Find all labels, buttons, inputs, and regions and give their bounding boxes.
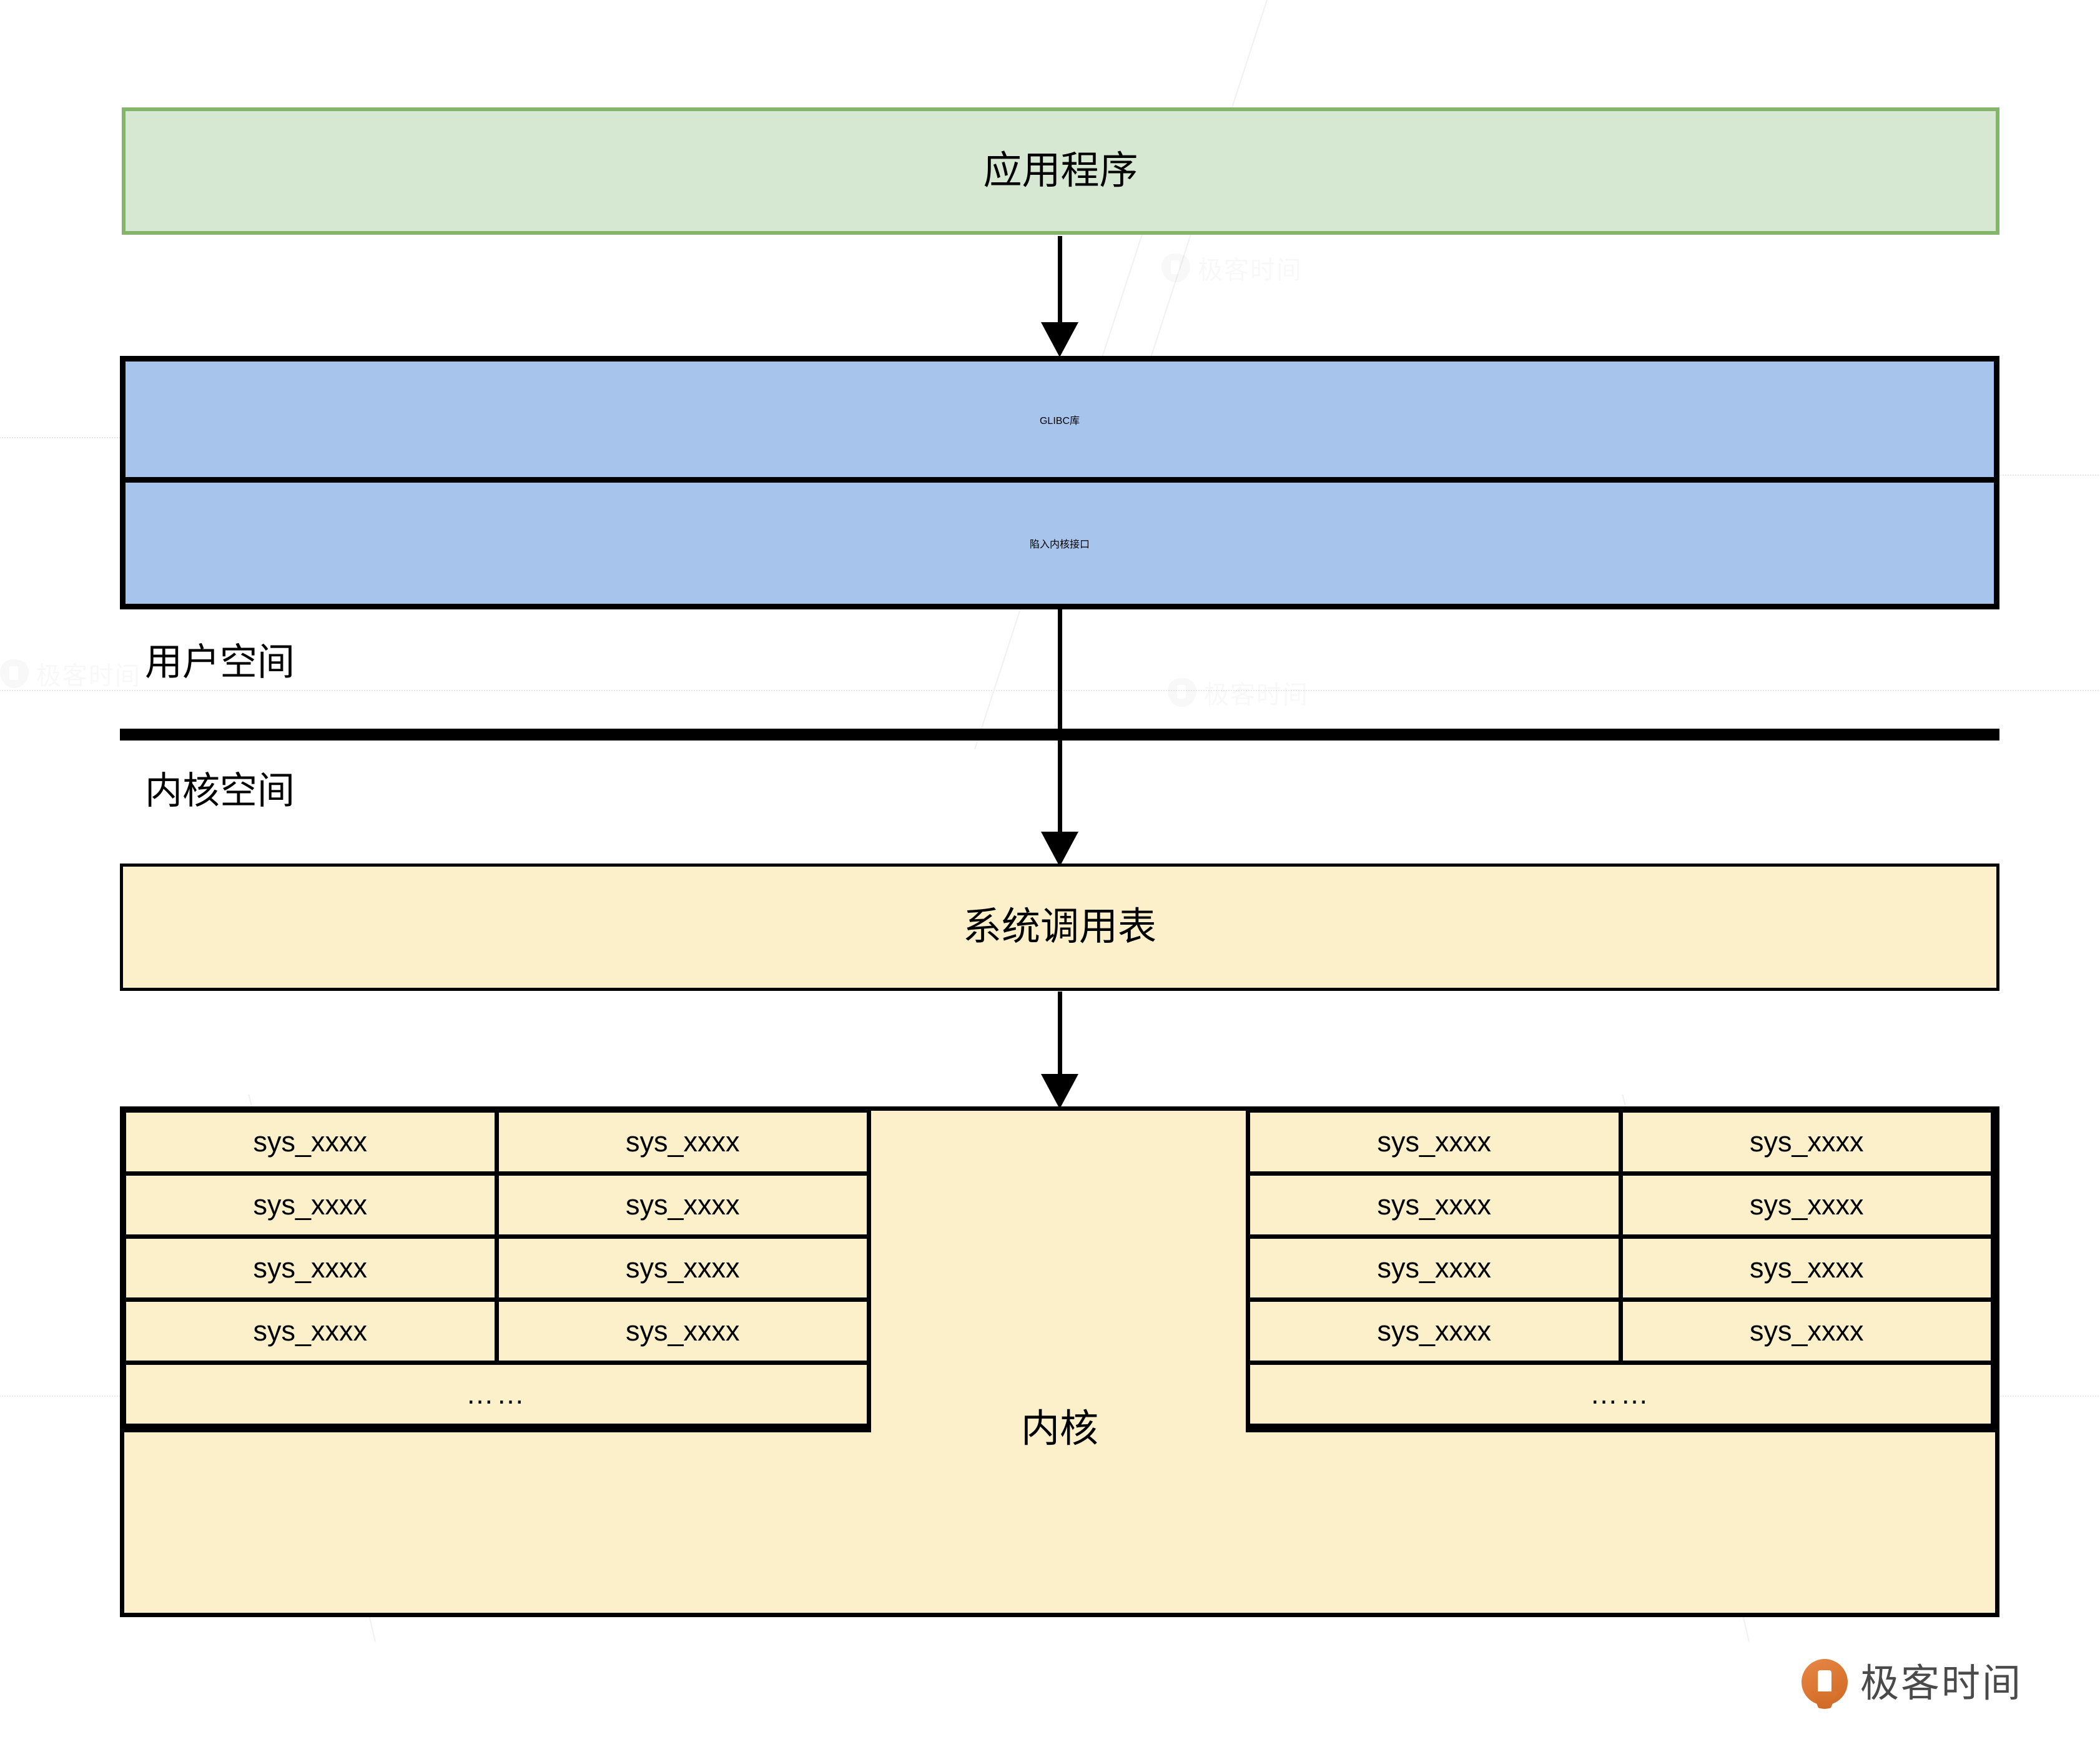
glibc-label: GLIBC库 (1039, 415, 1080, 426)
watermark-mark: 极客时间 (0, 656, 141, 692)
right-syscall-entry-table: sys_xxxx sys_xxxx sys_xxxx sys_xxxx sys_… (1246, 1108, 1995, 1432)
table-row: sys_xxxx sys_xxxx (1250, 1113, 1991, 1176)
glibc-box[interactable]: GLIBC库 (126, 362, 1994, 483)
table-row: sys_xxxx sys_xxxx (126, 1113, 867, 1176)
syscall-ellipsis: …… (1590, 1378, 1651, 1410)
watermark-mark: 极客时间 (1161, 250, 1303, 286)
geektime-logo-icon (1802, 1659, 1848, 1709)
syscall-cell[interactable]: sys_xxxx (126, 1239, 499, 1297)
left-syscall-entry-table: sys_xxxx sys_xxxx sys_xxxx sys_xxxx sys_… (122, 1108, 871, 1432)
watermark-text: 极客时间 (1198, 256, 1303, 285)
watermark-logo-icon (1168, 678, 1196, 707)
syscall-cell[interactable]: sys_xxxx (625, 1126, 740, 1158)
application-label: 应用程序 (983, 149, 1138, 192)
kernel-label: 内核 (1020, 1407, 1098, 1450)
kernel-space-label: 内核空间 (145, 770, 295, 812)
syscall-cell[interactable]: sys_xxxx (126, 1113, 499, 1171)
watermark-dotted-line (0, 690, 2100, 691)
syscall-cell[interactable]: sys_xxxx (1749, 1189, 1864, 1221)
table-row: sys_xxxx sys_xxxx (126, 1239, 867, 1302)
syscall-cell[interactable]: sys_xxxx (1749, 1126, 1864, 1158)
syscall-cell[interactable]: sys_xxxx (625, 1315, 740, 1347)
syscall-ellipsis: …… (466, 1378, 527, 1410)
geektime-logo: 极客时间 (1802, 1659, 2023, 1709)
syscall-table-label: 系统调用表 (962, 905, 1156, 948)
table-row: sys_xxxx sys_xxxx (126, 1302, 867, 1365)
syscall-cell[interactable]: sys_xxxx (1250, 1113, 1623, 1171)
syscall-cell[interactable]: sys_xxxx (1749, 1252, 1864, 1284)
syscall-cell[interactable]: sys_xxxx (1250, 1239, 1623, 1297)
table-row: sys_xxxx sys_xxxx (1250, 1176, 1991, 1239)
syscall-cell[interactable]: sys_xxxx (1250, 1302, 1623, 1361)
logo-tail-shape (1812, 1691, 1838, 1709)
syscall-cell[interactable]: sys_xxxx (625, 1252, 740, 1284)
arrow-head-icon (1041, 322, 1078, 357)
trap-into-kernel-label: 陷入内核接口 (1029, 539, 1090, 550)
watermark-text: 极客时间 (1204, 681, 1309, 709)
table-row-ellipsis: …… (126, 1365, 867, 1428)
table-row: sys_xxxx sys_xxxx (1250, 1239, 1991, 1302)
watermark-logo-icon (1161, 253, 1190, 282)
table-row: sys_xxxx sys_xxxx (1250, 1302, 1991, 1365)
watermark-logo-icon (0, 659, 29, 688)
watermark-mark: 极客时间 (1168, 674, 1309, 711)
syscall-cell[interactable]: sys_xxxx (625, 1189, 740, 1221)
user-space-label: 用户空间 (145, 641, 295, 683)
table-row-ellipsis: …… (1250, 1365, 1991, 1428)
syscall-cell[interactable]: sys_xxxx (126, 1176, 499, 1234)
syscall-cell[interactable]: sys_xxxx (1749, 1315, 1864, 1347)
syscall-cell[interactable]: sys_xxxx (1250, 1176, 1623, 1234)
trap-into-kernel-box[interactable]: 陷入内核接口 (126, 483, 1994, 604)
arrow-shaft (1058, 236, 1062, 323)
watermark-text: 极客时间 (36, 662, 141, 691)
arrow-shaft (1058, 992, 1062, 1075)
arrow-head-icon (1041, 832, 1078, 867)
syscall-table-box[interactable]: 系统调用表 (120, 864, 1999, 991)
arrow-head-icon (1041, 1074, 1078, 1109)
geektime-brand-text: 极客时间 (1860, 1662, 2023, 1705)
application-box[interactable]: 应用程序 (122, 107, 1999, 235)
arrow-shaft (1058, 609, 1062, 834)
library-group: GLIBC库 陷入内核接口 (120, 356, 1999, 609)
syscall-cell[interactable]: sys_xxxx (126, 1302, 499, 1361)
table-row: sys_xxxx sys_xxxx (126, 1176, 867, 1239)
